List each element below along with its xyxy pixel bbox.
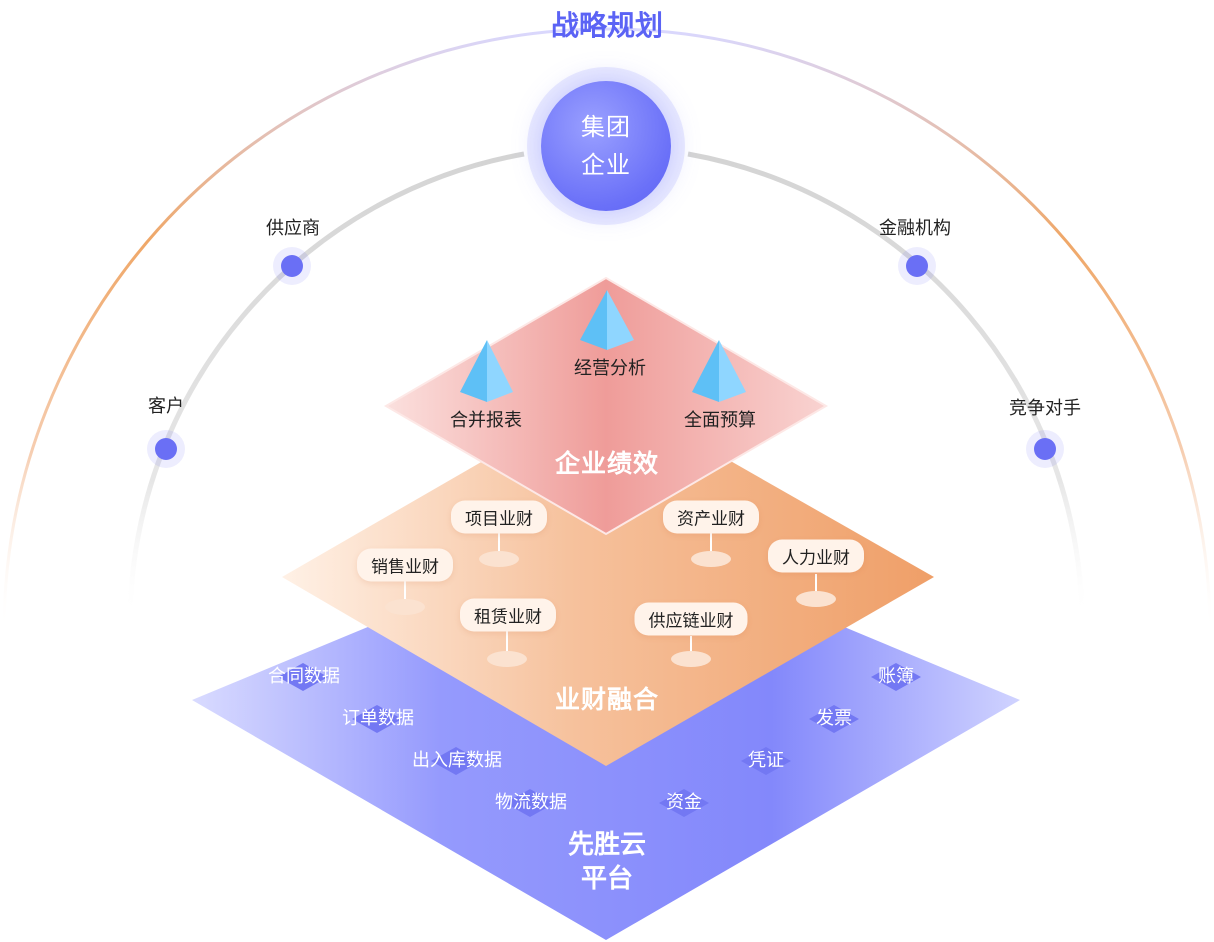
data-label-logistics: 物流数据 <box>495 792 567 813</box>
pill-project-finance: 项目业财 <box>451 500 547 534</box>
pyramid-consolidation <box>460 340 513 402</box>
data-label-order: 订单数据 <box>342 708 414 729</box>
node-label-supplier: 供应商 <box>266 218 320 239</box>
marker-logistics <box>505 789 555 817</box>
diagram-title: 战略规划 <box>550 9 664 42</box>
inner-arc-left <box>127 151 525 621</box>
platform-title-line1: 先胜云 <box>567 830 647 860</box>
data-label-contract: 合同数据 <box>268 666 340 687</box>
node-dot-financial-institution <box>906 255 928 277</box>
marker-fund <box>659 789 709 817</box>
outer-arc <box>2 27 1212 633</box>
inner-arc-right <box>687 151 1085 621</box>
data-label-voucher: 凭证 <box>748 750 784 771</box>
platform-title: 先胜云 平台 <box>568 828 646 896</box>
pill-leasing-finance: 租赁业财 <box>460 598 556 632</box>
node-dot-supplier <box>281 255 303 277</box>
pyramid-analysis <box>580 290 634 350</box>
marker-ledger <box>871 663 921 691</box>
center-label-line1: 集团 <box>581 113 631 141</box>
pyramid-budget <box>692 340 746 402</box>
data-label-invoice: 发票 <box>816 708 852 729</box>
node-dot-competitor <box>1034 438 1056 460</box>
platform-markers <box>278 663 921 817</box>
item-comprehensive-budget: 全面预算 <box>684 410 756 431</box>
pill-bases <box>385 551 836 667</box>
pill-asset-finance: 资产业财 <box>663 500 759 534</box>
data-label-ledger: 账簿 <box>878 666 914 687</box>
pill-sales-finance: 销售业财 <box>357 548 453 582</box>
marker-contract <box>278 663 328 691</box>
marker-invoice <box>809 705 859 733</box>
node-label-competitor: 竞争对手 <box>1009 398 1081 419</box>
marker-inventory <box>431 747 481 775</box>
data-label-fund: 资金 <box>666 792 702 813</box>
fusion-layer <box>282 390 934 766</box>
item-operating-analysis: 经营分析 <box>574 358 646 379</box>
item-consolidated-statements: 合并报表 <box>450 410 522 431</box>
center-label-line2: 企业 <box>581 151 631 179</box>
center-node-group-enterprise: 集团 企业 <box>541 81 671 211</box>
node-label-financial-institution: 金融机构 <box>879 218 951 239</box>
performance-layer <box>384 276 828 536</box>
pill-supply-chain-finance: 供应链业财 <box>634 602 748 636</box>
marker-order <box>352 705 402 733</box>
marker-voucher <box>741 747 791 775</box>
layer-title-performance: 企业绩效 <box>554 449 660 478</box>
pill-hr-finance: 人力业财 <box>768 539 864 573</box>
layer-title-fusion: 业财融合 <box>554 685 660 714</box>
node-label-customer: 客户 <box>148 396 184 417</box>
node-dot-customer <box>155 438 177 460</box>
data-label-inventory: 出入库数据 <box>412 750 502 771</box>
platform-title-line2: 平台 <box>580 864 634 894</box>
